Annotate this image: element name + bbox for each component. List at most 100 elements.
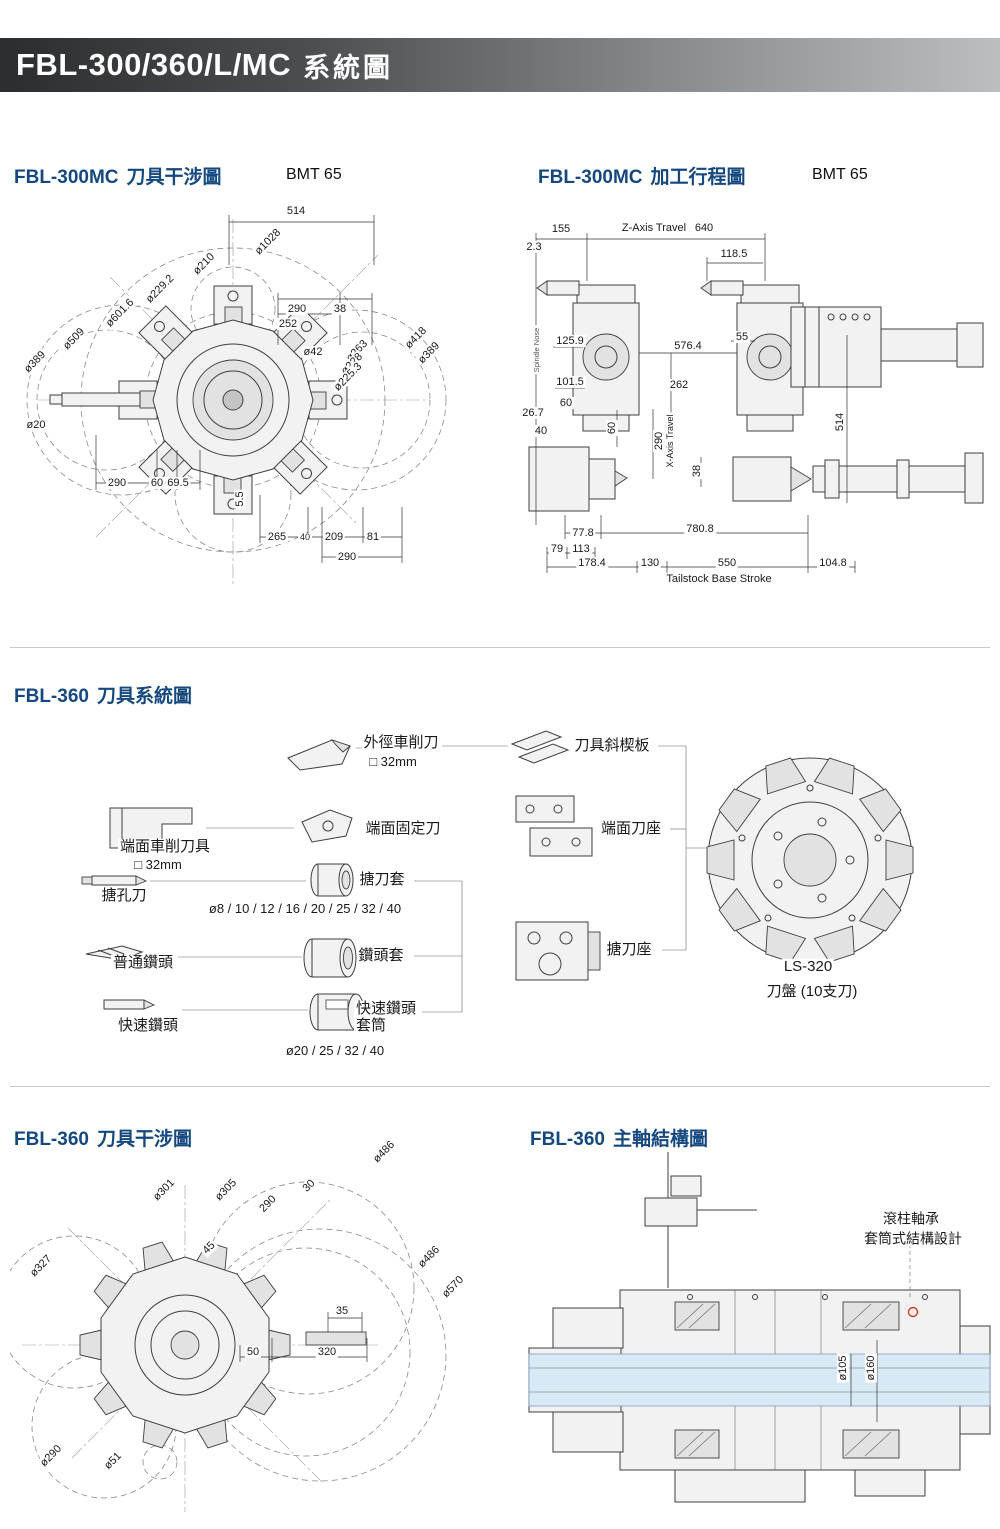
- label-drill: 普通鑽頭: [110, 953, 176, 972]
- size-bracket-left: [414, 880, 463, 1013]
- dim-40: 40: [297, 532, 313, 543]
- bracket-right: [658, 745, 710, 951]
- dim-79: 79: [548, 542, 566, 556]
- dim-35: 35: [333, 1304, 351, 1318]
- dim-69-5: 69.5: [165, 476, 191, 490]
- spindle-bore: [528, 1353, 991, 1407]
- label-turret-desc: 刀盤 (10支刀): [764, 982, 860, 1001]
- dim-60-a: 60: [557, 396, 575, 410]
- section-divider: [10, 647, 990, 648]
- diagram-name: 主軸結構圖: [612, 1129, 708, 1150]
- turret-disc-icon: [706, 757, 914, 963]
- face-fixing-tool-icon: [301, 809, 353, 843]
- boring-sleeve-icon: [310, 863, 354, 897]
- dim-290-x: 290: [652, 429, 666, 453]
- dim-tailstock-base-stroke: Tailstock Base Stroke: [664, 572, 774, 586]
- label-od-turning-tool: 外徑車削刀: [361, 733, 441, 752]
- headstock: [790, 306, 984, 388]
- turret-body: [49, 285, 348, 515]
- bearing-callout: [907, 1244, 919, 1318]
- label-turret-model: LS-320: [781, 957, 835, 976]
- dim-x-axis-travel: X-Axis Travel: [665, 412, 676, 470]
- dim-290-bl: 290: [105, 476, 129, 490]
- label-boring-sleeve: 搪刀套: [357, 870, 407, 889]
- dim-55: 55: [733, 330, 751, 344]
- dim-40: 40: [532, 424, 550, 438]
- diagram-tool-interference-fbl360: [10, 1181, 447, 1512]
- dim-640: 640: [692, 221, 716, 235]
- model-name: FBL-360: [14, 1129, 89, 1150]
- turret-body: [79, 1241, 291, 1449]
- dim-780-8: 780.8: [684, 522, 716, 536]
- dim-118-5: 118.5: [718, 247, 750, 261]
- spindle-type-badge: BMT 65: [286, 166, 342, 183]
- label-face-holder: 端面刀座: [598, 819, 664, 838]
- spindle-type-badge: BMT 65: [812, 166, 868, 183]
- dim-spindle-nose: Spindle Nose: [531, 325, 542, 375]
- dim-77-8: 77.8: [570, 526, 596, 540]
- dim-178-4: 178.4: [576, 556, 608, 570]
- page-header: FBL-300/360/L/MC 系統圖: [0, 38, 1000, 92]
- dim-38: 38: [331, 302, 349, 316]
- diagram-tool-system-fbl360: [81, 730, 914, 1031]
- dim-81: 81: [364, 530, 382, 544]
- dim-262: 262: [667, 378, 691, 392]
- label-boring-holder: 搪刀座: [604, 940, 654, 959]
- dim-z-axis-travel: Z-Axis Travel: [619, 221, 689, 235]
- section-divider: [10, 1086, 990, 1087]
- dim-130: 130: [638, 556, 662, 570]
- section-title-stroke-300: FBL-300MC 加工行程圖: [538, 162, 746, 189]
- diagram-name: 刀具干涉圖: [126, 167, 222, 188]
- wedge-plate-icon: [510, 730, 570, 764]
- model-name: FBL-360: [530, 1129, 605, 1150]
- dim-50: 50: [244, 1345, 262, 1359]
- quick-drill-icon: [103, 999, 156, 1010]
- label-od-size: □ 32mm: [367, 753, 419, 770]
- dim-320: 320: [315, 1345, 339, 1359]
- section-title-interference-300: FBL-300MC 刀具干涉圖: [14, 162, 222, 189]
- drill-sleeve-icon: [303, 938, 357, 978]
- tailstock-assembly: [732, 452, 984, 504]
- model-name: FBL-300MC: [14, 167, 119, 188]
- label-quick-sleeve-sizes: ø20 / 25 / 32 / 40: [283, 1042, 387, 1059]
- face-holder-icon: [515, 795, 593, 857]
- label-quick-drill-sleeve-2: 套筒: [353, 1016, 389, 1035]
- dim-252: 252: [276, 317, 300, 331]
- dim-5-5: 5.5: [233, 489, 247, 509]
- dim-209: 209: [322, 530, 346, 544]
- boring-holder-icon: [515, 921, 601, 981]
- dim-101-5: 101.5: [554, 375, 586, 389]
- dim-550: 550: [715, 556, 739, 570]
- diagram-name: 加工行程圖: [650, 167, 746, 188]
- label-quick-drill: 快速鑽頭: [115, 1016, 181, 1035]
- dim-514: 514: [833, 410, 847, 434]
- model-name: FBL-300MC: [538, 167, 643, 188]
- label-face-turning-tool: 端面車削刀具: [117, 837, 213, 856]
- tool-above-spindle: [644, 1152, 757, 1288]
- turret-assembly-right: [700, 280, 804, 432]
- dim-125-9: 125.9: [554, 334, 586, 348]
- label-sleeve-structure: 套筒式結構設計: [862, 1230, 964, 1247]
- dim-290-b: 290: [335, 550, 359, 564]
- label-face-size: □ 32mm: [132, 856, 184, 873]
- dim-105: ø105: [836, 1353, 850, 1383]
- page-title: FBL-300/360/L/MC: [16, 47, 292, 82]
- dim-26-7: 26.7: [520, 406, 546, 420]
- dim-60-b: 60: [605, 419, 619, 437]
- dim-104-8: 104.8: [817, 556, 849, 570]
- dim-113: 113: [570, 542, 592, 556]
- bearing-marker: [907, 1306, 919, 1318]
- slot-and-dimension-lines: [239, 1312, 368, 1362]
- chuck-block: [528, 446, 628, 512]
- label-boring-tool: 搪孔刀: [99, 886, 149, 905]
- od-turning-tool-icon: [287, 739, 351, 771]
- dim-160: ø160: [864, 1353, 878, 1383]
- turret-assembly-left: [536, 280, 640, 432]
- boring-tool-icon: [81, 875, 148, 886]
- dim-38: 38: [690, 462, 704, 480]
- label-face-fixing-tool: 端面固定刀: [363, 819, 443, 838]
- dim-60: 60: [148, 476, 166, 490]
